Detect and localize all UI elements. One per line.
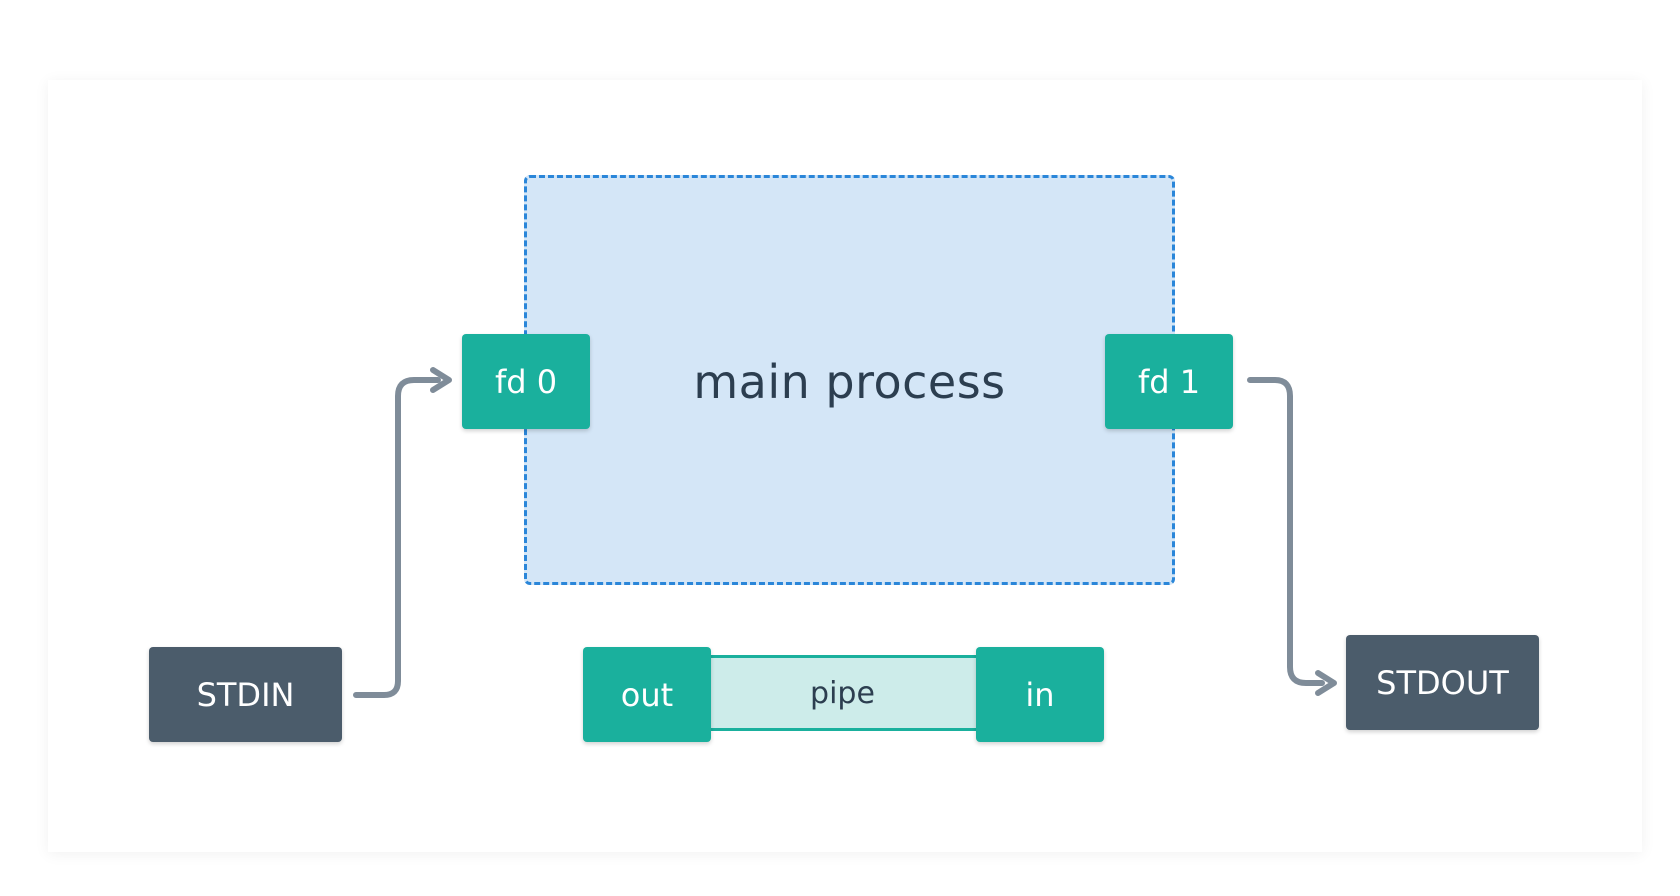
main-process-box [524,175,1175,585]
main-process-label: main process [693,355,1006,409]
fd1-box: fd 1 [1105,334,1233,429]
stdin-box: STDIN [149,647,342,742]
stdout-box: STDOUT [1346,635,1539,730]
pipe-bar: pipe [705,655,980,731]
fd0-box: fd 0 [462,334,590,429]
pipe-out-box: out [583,647,711,742]
pipe-in-box: in [976,647,1104,742]
